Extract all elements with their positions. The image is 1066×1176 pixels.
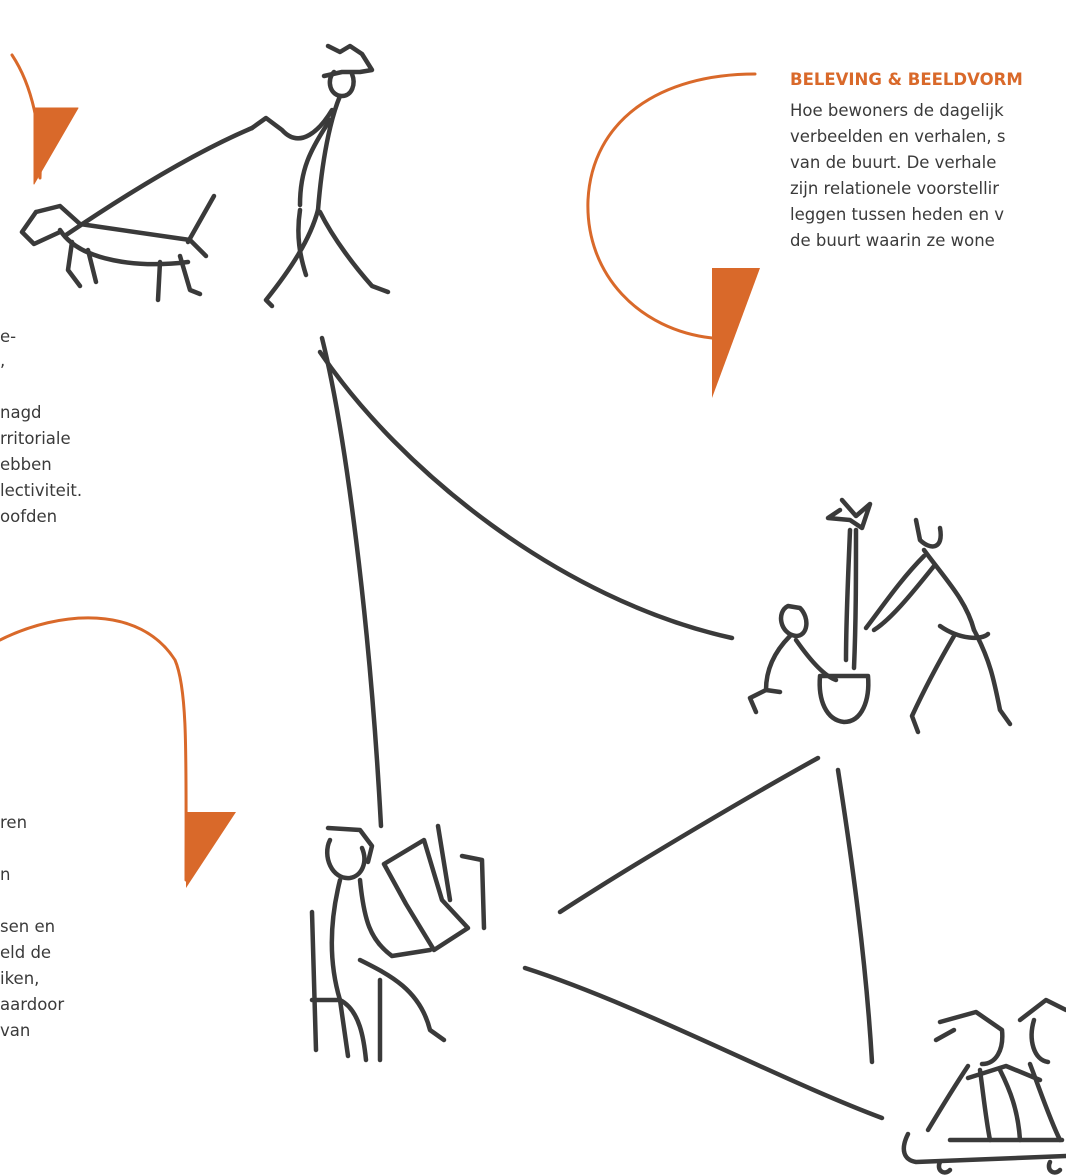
right-text-line: Hoe bewoners de dagelijk — [790, 100, 1004, 122]
people-planting-tree-icon — [750, 500, 1010, 732]
network-lines — [320, 338, 882, 1118]
callout-arrow-top-left — [12, 55, 78, 184]
left-text-fragment: ebben — [0, 454, 52, 476]
left-text-fragment: eld de — [0, 942, 51, 964]
left-text-fragment: lectiviteit. — [0, 480, 82, 502]
left-text-fragment: n — [0, 864, 10, 886]
section-heading-beleving: BELEVING & BEELDVORM — [790, 70, 1023, 89]
callout-arrow-bottom-left — [0, 618, 236, 888]
left-text-fragment: e- — [0, 326, 16, 348]
person-walking-dog-icon — [22, 46, 388, 306]
left-text-fragment: rritoriale — [0, 428, 71, 450]
people-on-skateboard-icon — [904, 1000, 1066, 1172]
right-text-line: zijn relationele voorstellir — [790, 178, 999, 200]
left-text-fragment: iken, — [0, 968, 39, 990]
callout-arrow-top-right — [588, 74, 760, 398]
left-text-fragment: nagd — [0, 402, 42, 424]
left-text-fragment: sen en — [0, 916, 55, 938]
right-text-line: de buurt waarin ze wone — [790, 230, 995, 252]
left-text-fragment: oofden — [0, 506, 57, 528]
person-reading-newspaper-icon — [312, 826, 484, 1060]
left-text-fragment: ren — [0, 812, 27, 834]
left-text-fragment: van — [0, 1020, 30, 1042]
right-text-line: van de buurt. De verhale — [790, 152, 996, 174]
left-text-fragment: , — [0, 350, 5, 372]
right-text-line: verbeelden en verhalen, s — [790, 126, 1006, 148]
left-text-fragment: aardoor — [0, 994, 64, 1016]
right-text-line: leggen tussen heden en v — [790, 204, 1004, 226]
